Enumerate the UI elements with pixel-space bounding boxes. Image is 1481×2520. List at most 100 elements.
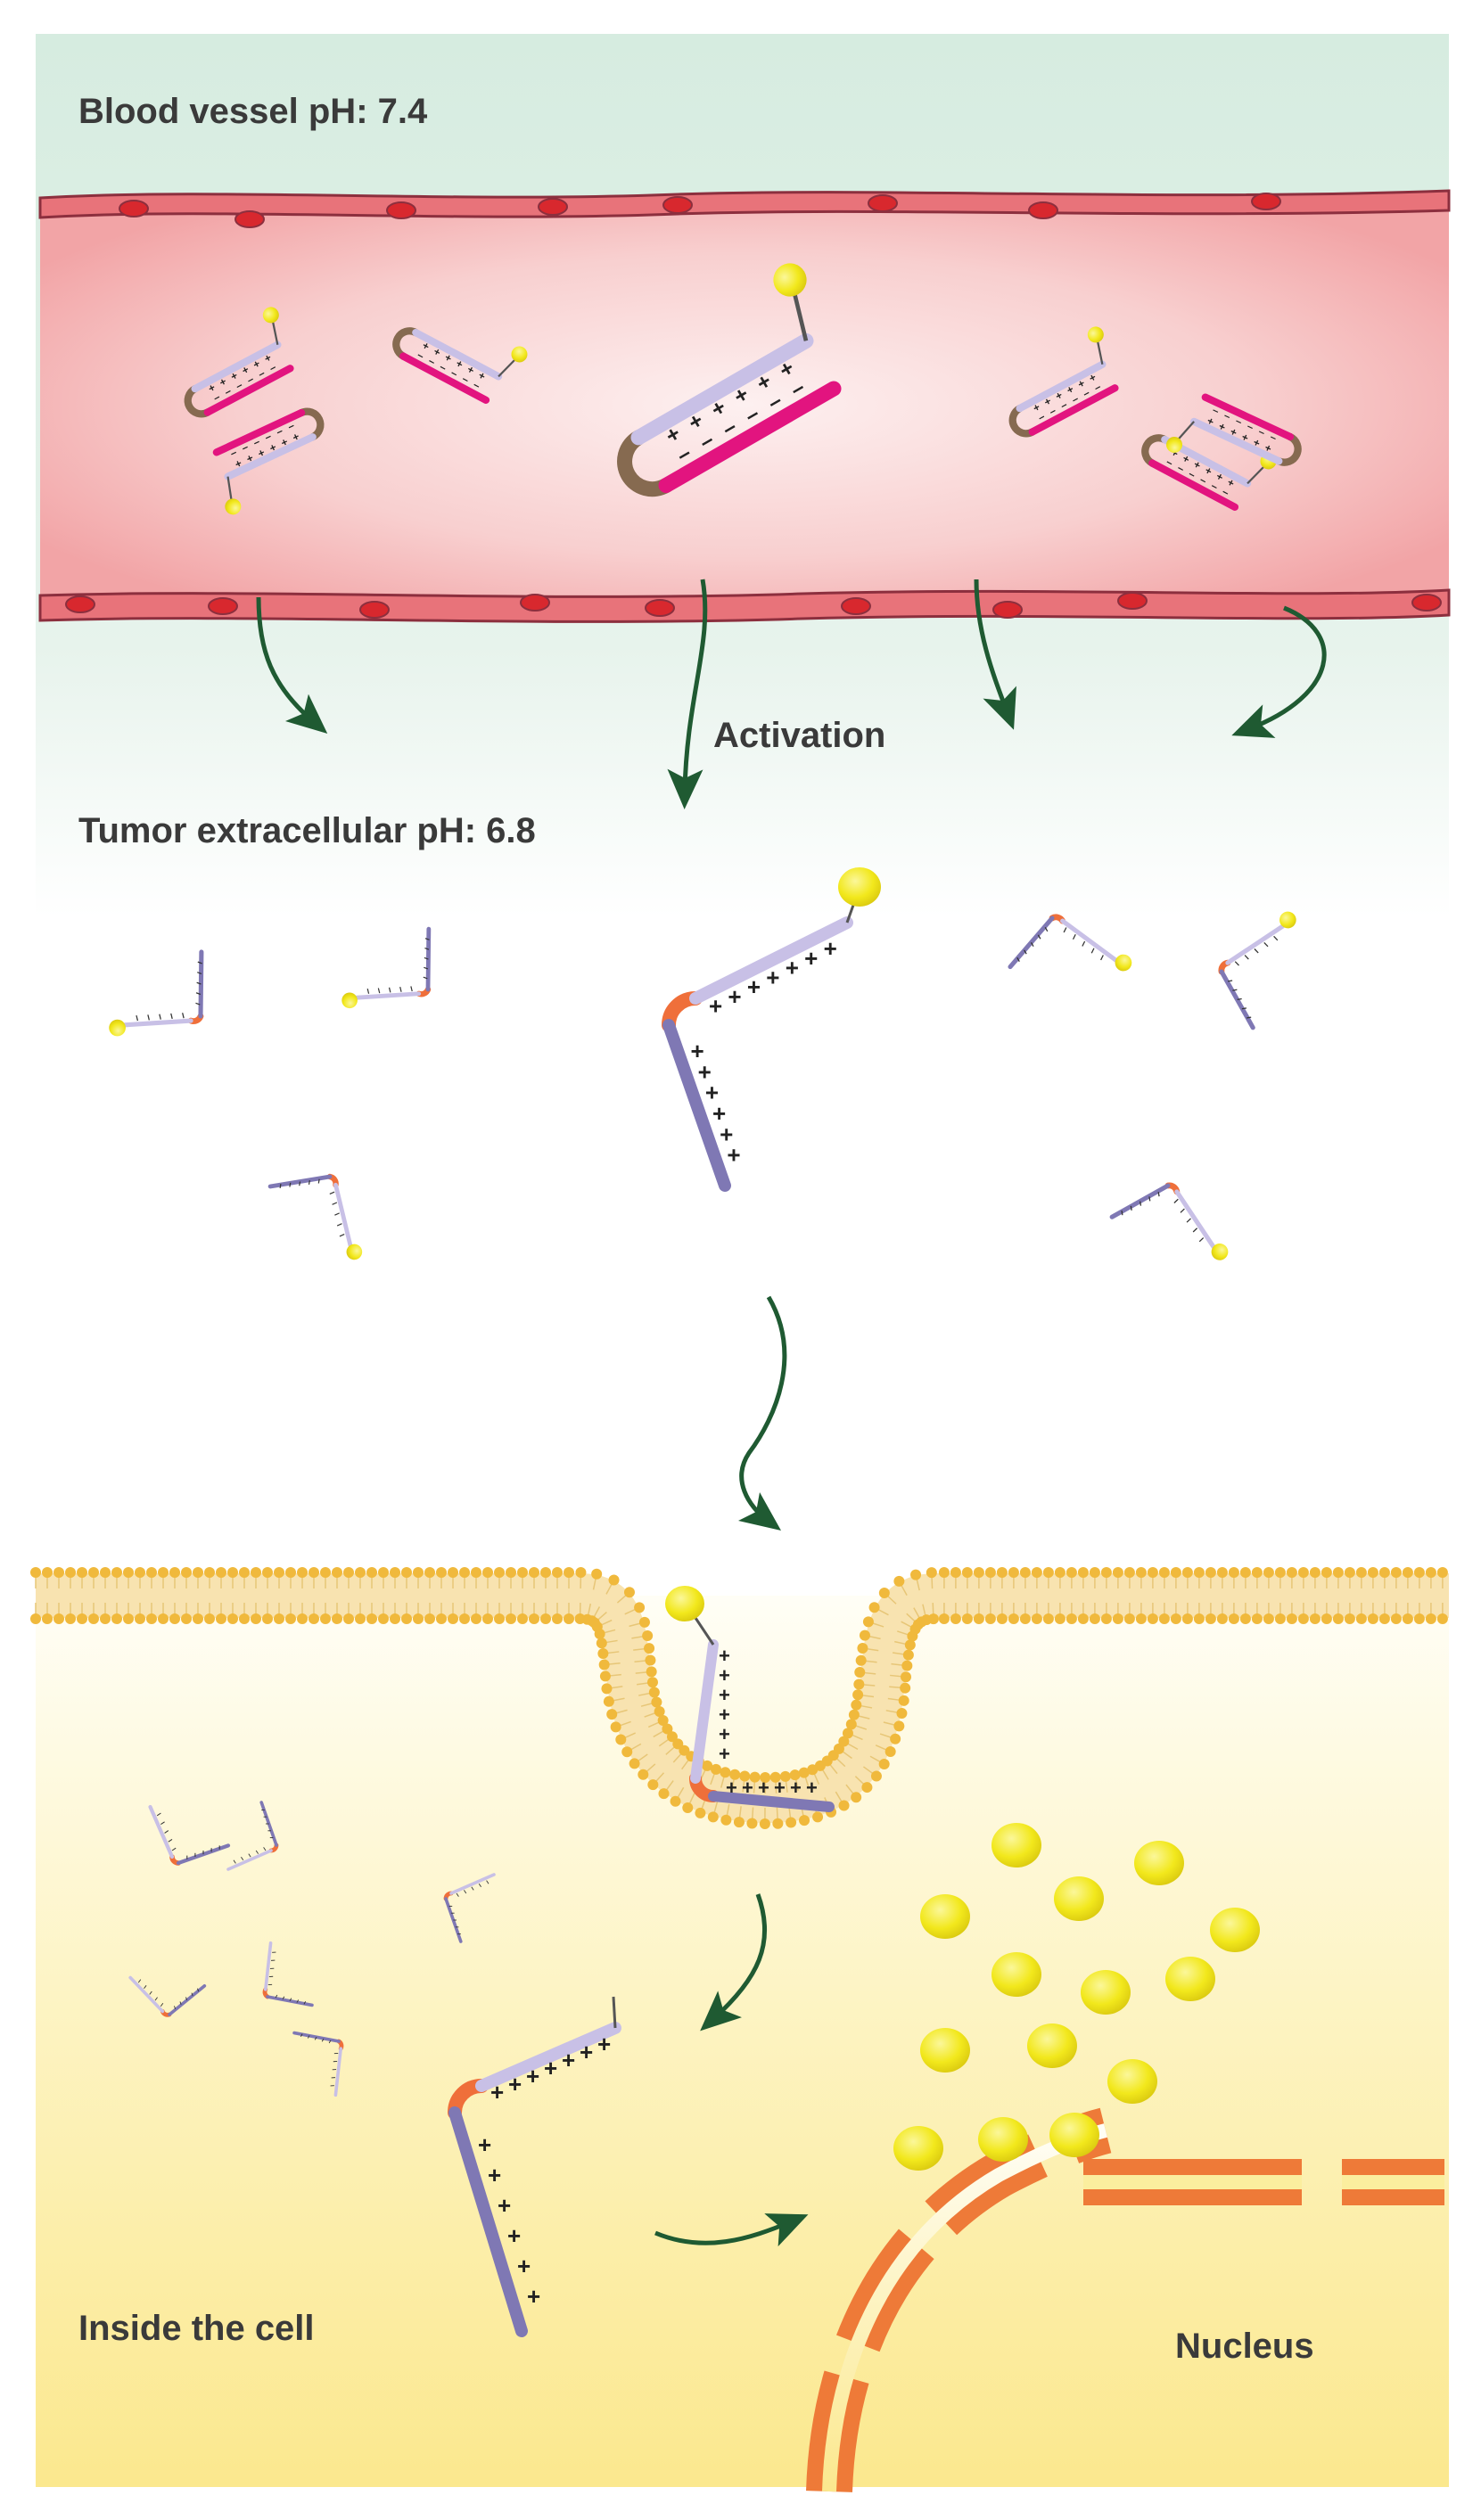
lipid-head [939,1613,950,1624]
lipid-head [320,1567,331,1578]
cargo-ball [1081,1970,1131,2015]
lipid-head [320,1613,331,1624]
lipid-head [146,1567,157,1578]
lipid-head [552,1567,563,1578]
lipid-head [1194,1567,1205,1578]
lipid-head [1090,1567,1100,1578]
lipid-head [1391,1613,1402,1624]
lipid-head [482,1567,493,1578]
lipid-head [424,1567,435,1578]
lipid-head [962,1567,973,1578]
lipid-head [910,1570,921,1580]
lipid-head [1287,1613,1297,1624]
lipid-head [1263,1613,1274,1624]
cargo-ball [665,1586,704,1621]
lipid-head [786,1817,796,1827]
label-tumor-extracellular-ph: Tumor extracellular pH: 6.8 [78,811,536,850]
lipid-head [111,1613,122,1624]
lipid-head [854,1667,865,1678]
lipid-head [720,1815,731,1826]
svg-text:+: + [747,973,761,1000]
lipid-head [309,1567,319,1578]
lipid-head [595,1629,605,1639]
lipid-head [746,1818,757,1828]
cargo-ball [991,1952,1041,1997]
lipid-head [1159,1567,1170,1578]
lipid-head [285,1567,296,1578]
svg-text:+: + [507,2222,521,2249]
endothelial-nucleus [1118,593,1147,609]
cargo-ball [920,2028,970,2073]
lipid-head [985,1567,996,1578]
lipid-head [857,1643,868,1654]
lipid-head [575,1567,586,1578]
lipid-head [390,1567,400,1578]
endothelial-nucleus [1412,595,1441,611]
lipid-head [900,1683,910,1694]
lipid-head [1055,1567,1065,1578]
lipid-head [708,1811,719,1822]
lipid-head [1287,1567,1297,1578]
lipid-head [642,1630,653,1641]
svg-text:+: + [758,1777,769,1799]
cargo-ball [991,1823,1041,1867]
lipid-head [158,1613,169,1624]
lipid-head [88,1567,99,1578]
lipid-head [378,1567,389,1578]
lipid-head [846,1719,857,1729]
lipid-head [896,1708,907,1719]
lipid-head [647,1779,658,1790]
lipid-head [658,1788,669,1799]
lipid-head [869,1602,880,1613]
lipid-head [366,1613,377,1624]
svg-text:+: + [478,2131,491,2158]
lipid-head [599,1659,610,1670]
lipid-head [1298,1613,1309,1624]
lipid-head [1263,1567,1274,1578]
lipid-head [390,1613,400,1624]
lipid-head [611,1721,621,1732]
lipid-head [1182,1613,1193,1624]
lipid-head [903,1650,914,1661]
cargo-ball [920,1894,970,1939]
cargo-ball [1165,1957,1215,2001]
lipid-head [997,1567,1008,1578]
lipid-head [1136,1567,1147,1578]
lipid-head [1101,1613,1112,1624]
lipid-head [436,1613,447,1624]
lipid-head [471,1567,481,1578]
lipid-head [239,1567,250,1578]
lipid-head [839,1801,850,1811]
lipid-head [901,1661,912,1671]
lipid-head [974,1567,984,1578]
lipid-head [1310,1567,1321,1578]
lipid-head [193,1567,203,1578]
lipid-head [529,1613,539,1624]
lipid-head [629,1758,640,1769]
endothelial-nucleus [235,211,264,227]
cargo-ball [1054,1876,1104,1921]
lipid-head [169,1567,180,1578]
lipid-head [1298,1567,1309,1578]
lipid-head [861,1782,872,1793]
cargo-ball [838,867,881,907]
svg-text:+: + [786,955,799,981]
label-nucleus: Nucleus [1175,2327,1314,2366]
lipid-head [239,1613,250,1624]
svg-text:+: + [727,1142,740,1169]
lipid-head [1194,1613,1205,1624]
lipid-head [1437,1613,1448,1624]
lipid-head [366,1567,377,1578]
lipid-head [1205,1567,1216,1578]
lipid-head [1275,1567,1286,1578]
lipid-head [647,1677,658,1687]
lipid-head [401,1567,412,1578]
lipid-head [297,1613,308,1624]
lipid-head [227,1567,238,1578]
lipid-head [879,1588,890,1598]
lipid-head [135,1567,145,1578]
svg-text:+: + [580,2039,593,2065]
lipid-head [682,1802,693,1813]
lipid-head [274,1613,284,1624]
